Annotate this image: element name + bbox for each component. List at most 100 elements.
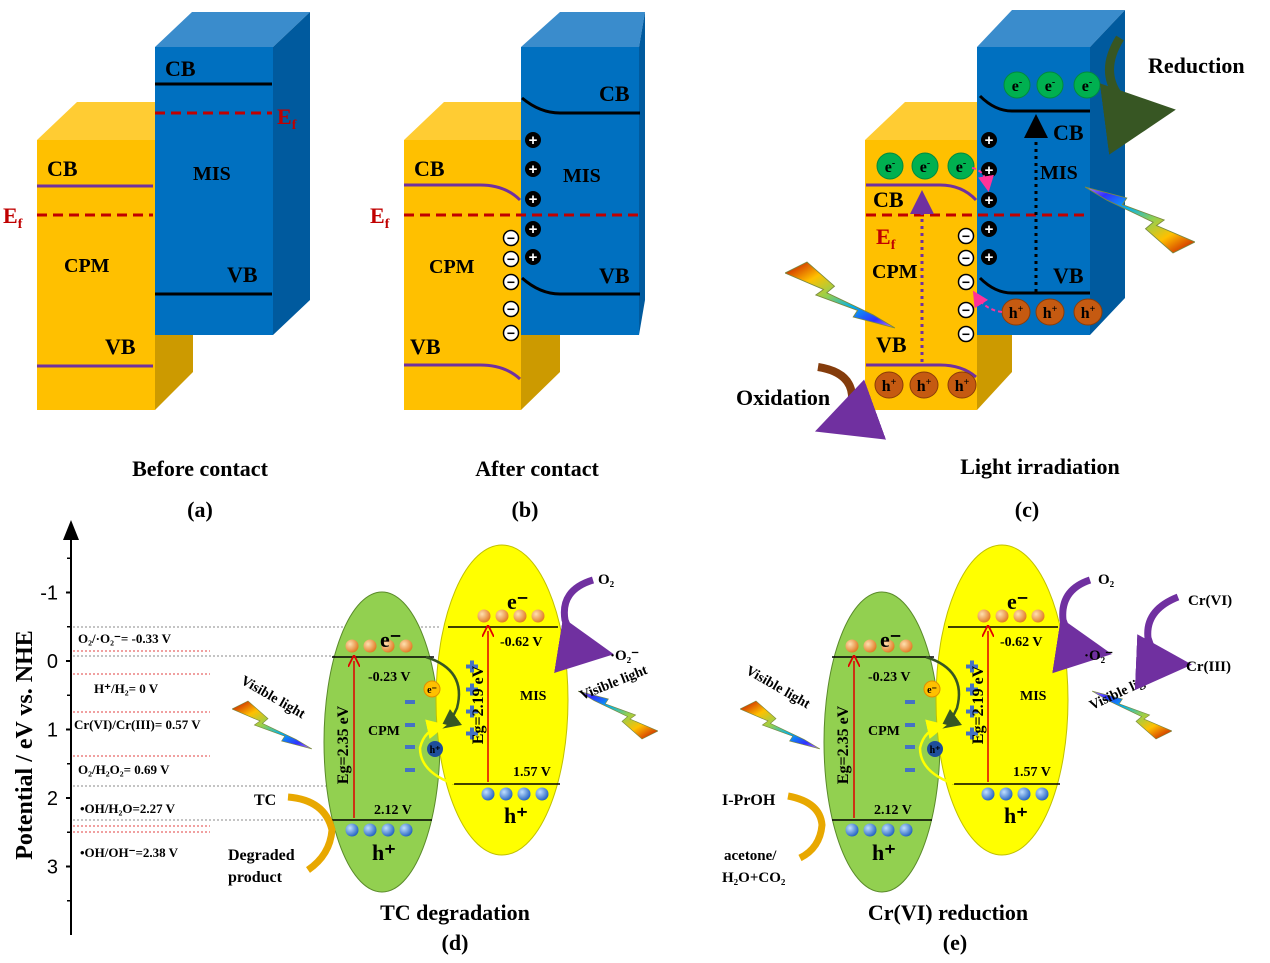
electron-icon — [477, 609, 491, 623]
plus-charge-icon: + — [525, 132, 541, 149]
plus-charge-icon — [970, 727, 974, 740]
cpm-cb-label: CB — [414, 156, 445, 181]
mis-electron-label: e⁻ — [1007, 589, 1028, 614]
oxidation-arrow-icon — [814, 363, 887, 440]
fermi-label: Ef — [876, 224, 896, 253]
electron-transfer-arrow — [425, 655, 462, 730]
mis-label: MIS — [1020, 689, 1047, 704]
y-tick-label: 0 — [47, 651, 58, 673]
mis-holes: h+ h+ h+ — [1001, 298, 1103, 326]
svg-text:+: + — [529, 221, 538, 238]
svg-text:h+: h+ — [917, 377, 932, 395]
cpm-vb-potential: 2.12 V — [874, 803, 912, 818]
small-hole-label: h⁺ — [930, 745, 941, 756]
mis-label: MIS — [520, 689, 547, 704]
reduction-arrow-icon — [1099, 35, 1176, 155]
y-tick-label: 3 — [47, 857, 58, 879]
electron-icon: e- — [1036, 71, 1064, 99]
light-bolt-icon — [740, 700, 820, 750]
superoxide-arrow-icon — [554, 576, 614, 673]
hole-icon — [381, 823, 395, 837]
cpm-cb-label: CB — [873, 187, 904, 212]
cpm-material-label: CPM — [429, 256, 475, 278]
degradation-arrow-icon — [287, 793, 336, 873]
electron-transfer-arrow — [971, 167, 994, 192]
hole-icon — [345, 823, 359, 837]
svg-text:+: + — [529, 191, 538, 208]
svg-text:−: − — [507, 274, 515, 290]
reference-lines — [73, 626, 440, 833]
panel-c: + + + + + − − − − − e- e- e- e- e- e- h+… — [736, 10, 1245, 522]
negative-charges: − − − − − — [957, 227, 975, 343]
fermi-label: Ef — [370, 203, 390, 232]
tag-c: (c) — [1015, 497, 1039, 522]
hole-icon — [899, 823, 913, 837]
small-electron-icon — [423, 680, 441, 698]
mis-electrons: e- e- e- — [1003, 71, 1101, 99]
redox-label: •OH/H₂O=2.27 V — [80, 801, 176, 816]
mis-hole-label: h⁺ — [504, 803, 528, 828]
plus-charge-icon — [970, 660, 974, 673]
svg-text:h+: h+ — [882, 377, 897, 395]
minus-charge-icon — [905, 745, 915, 749]
mis-cb-label: CB — [1053, 120, 1084, 145]
mis-block — [977, 10, 1125, 335]
svg-text:−: − — [507, 251, 515, 267]
electron-icon — [345, 639, 359, 653]
hole-icon — [999, 787, 1013, 801]
minus-charge-icon — [405, 700, 415, 704]
hole-icon: h+ — [1001, 298, 1031, 326]
caption-c: Light irradiation — [960, 454, 1120, 479]
plus-charge-icon — [970, 705, 974, 718]
chromium-reduction-arrow-icon — [1134, 593, 1192, 691]
cpm-bandgap-label: Eg=2.35 eV — [335, 705, 352, 784]
minus-charge-icon: − — [957, 249, 975, 267]
svg-text:h+: h+ — [1009, 304, 1024, 322]
hole-icon — [399, 823, 413, 837]
minus-charge-icon — [405, 723, 415, 727]
electron-icon — [863, 639, 877, 653]
hole-icon — [981, 787, 995, 801]
plus-charge-icon: + — [981, 221, 997, 238]
hole-icon — [1035, 787, 1049, 801]
cpm-label: CPM — [868, 724, 900, 739]
minus-charge-icon — [905, 723, 915, 727]
oxidation-label: Oxidation — [736, 385, 830, 410]
svg-text:−: − — [507, 325, 515, 341]
electron-icon — [1031, 609, 1045, 623]
tag-d: (d) — [442, 930, 469, 955]
negative-charges: − − − − − — [502, 229, 520, 342]
product-label-1: acetone/ — [724, 848, 777, 864]
hole-icon — [1017, 787, 1031, 801]
mis-ellipse — [935, 544, 1069, 856]
cpm-material-label: CPM — [64, 255, 110, 277]
positive-charges: + + + + + — [981, 132, 997, 266]
svg-text:−: − — [962, 302, 970, 318]
cpm-label: CPM — [368, 724, 400, 739]
electron-icon — [845, 639, 859, 653]
superoxide-label: ·O₂⁻ — [610, 648, 639, 664]
mis-material-label: MIS — [193, 163, 231, 185]
o2-label: O₂ — [598, 572, 615, 588]
svg-text:−: − — [962, 228, 970, 244]
cpm-vb-potential: 2.12 V — [374, 803, 412, 818]
plus-charge-icon: + — [525, 161, 541, 178]
plus-charge-icon: + — [981, 132, 997, 149]
hole-icon — [363, 823, 377, 837]
cpm-cb-potential: -0.23 V — [368, 670, 411, 685]
electron-icon — [995, 609, 1009, 623]
cr3-label: Cr(III) — [1186, 659, 1231, 675]
hole-icon — [481, 787, 495, 801]
cpm-holes: h+ h+ h+ — [874, 371, 977, 399]
minus-charge-icon: − — [502, 229, 520, 247]
hole-icon — [499, 787, 513, 801]
electron-icon — [495, 609, 509, 623]
cpm-electron-label: e⁻ — [380, 627, 401, 652]
mis-hole-label: h⁺ — [1004, 803, 1028, 828]
y-tick-label: -1 — [40, 583, 58, 605]
panel-b: + + + + + − − − − − CB MIS VB CB Ef CPM … — [370, 12, 645, 522]
mis-vb-label: VB — [599, 263, 630, 288]
electron-icon: e- — [876, 152, 904, 180]
cpm-vb-label: VB — [876, 332, 907, 357]
